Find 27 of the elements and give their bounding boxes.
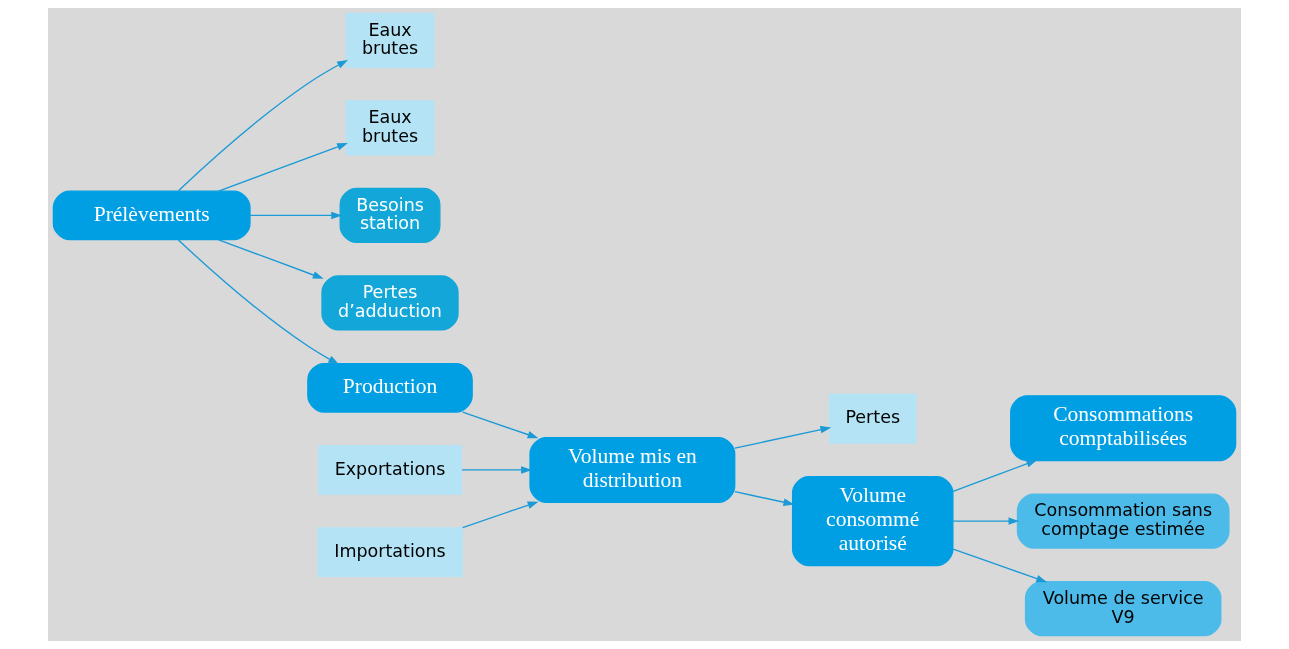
- node-box: Consommation sans comptage estimée: [1016, 493, 1230, 549]
- node-box: Volume mis en distribution: [529, 436, 736, 503]
- node-box: Pertes d’adduction: [321, 275, 459, 331]
- arrow: [734, 491, 795, 506]
- node-box: Eaux brutes: [345, 100, 435, 156]
- node-box: Consommations comptabilisées: [1010, 395, 1237, 462]
- arrow: [218, 239, 324, 279]
- arrow: [177, 239, 340, 365]
- arrow: [952, 517, 1020, 525]
- node-box: Volume consommé autorisé: [791, 475, 954, 567]
- node-box: Pertes: [828, 393, 917, 444]
- arrow: [461, 501, 539, 529]
- arrow: [461, 411, 539, 439]
- node-box: Prélèvements: [52, 190, 251, 241]
- arrow: [249, 211, 343, 220]
- arrow: [461, 466, 532, 474]
- node-box: Volume de service V9: [1024, 581, 1222, 637]
- arrow: [218, 143, 348, 192]
- arrow: [952, 459, 1038, 493]
- arrow: [734, 426, 832, 449]
- node-box: Production: [307, 362, 473, 413]
- arrow: [177, 59, 348, 192]
- node-box: Besoins station: [339, 187, 441, 244]
- node-box: Eaux brutes: [345, 12, 435, 68]
- node-box: Exportations: [317, 445, 463, 495]
- node-box: Importations: [317, 527, 463, 577]
- arrow: [952, 548, 1048, 583]
